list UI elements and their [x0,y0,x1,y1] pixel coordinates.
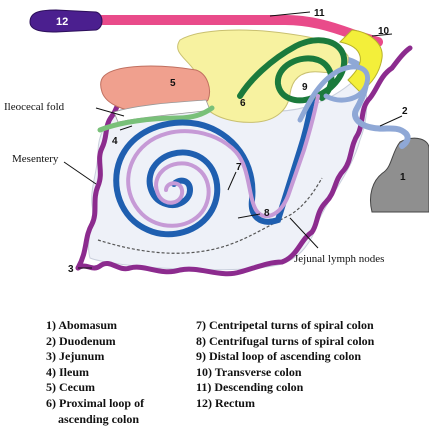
label-11: 11 [314,8,325,19]
legend: 1) Abomasum 2) Duodenum 3) Jejunum 4) Il… [30,318,425,438]
label-6: 6 [240,98,246,109]
legend-item-descending-colon: 11) Descending colon [196,380,304,395]
bovine-intestine-diagram: 12 11 10 9 5 6 2 4 7 8 1 3 Ileocecal fol… [4,8,429,277]
centripetal-spiral [126,94,320,228]
abomasum [370,137,429,213]
label-9: 9 [302,82,308,93]
ileum [97,105,215,133]
jejunum-left-edge [75,97,125,271]
pointer-lines [63,11,403,269]
legend-item-abomasum: 1) Abomasum [46,318,118,332]
rectum [29,9,103,33]
legend-item-rectum: 12) Rectum [196,395,255,410]
label-3: 3 [68,264,74,275]
legend-item-ileum: 4) Ileum [46,364,89,379]
label-2: 2 [402,106,408,117]
jejunum [75,45,413,277]
legend-item-duodenum: 2) Duodenum [46,333,116,348]
legend-item-transverse-colon: 10) Transverse colon [196,364,302,379]
label-5: 5 [170,78,176,89]
transverse-colon [338,29,383,93]
duodenum-loop [297,64,370,123]
ileocecal-fold-label: Ileocecal fold [4,101,65,113]
legend-item-proximal-loop: 6) Proximal loop of ascending colon [46,395,145,426]
legend-column-right: 7) Centripetal turns of spiral colon 8) … [196,318,421,412]
duodenum [287,54,411,149]
jejunal-lymph-nodes [97,177,323,254]
mesentery-label: Mesentery [12,153,59,165]
label-10: 10 [378,26,390,37]
jejunal-lymph-nodes-label: Jejunal lymph nodes [294,253,384,265]
label-1: 1 [400,172,406,183]
label-12: 12 [56,16,68,28]
legend-item-cecum: 5) Cecum [46,380,95,395]
legend-item-jejunum: 3) Jejunum [46,349,105,364]
legend-column-left: 1) Abomasum 2) Duodenum 3) Jejunum 4) Il… [46,318,206,427]
legend-item-centrifugal-turns: 8) Centrifugal turns of spiral colon [196,333,375,348]
legend-item-distal-loop: 9) Distal loop of ascending colon [196,349,362,364]
legend-item-centripetal-turns: 7) Centripetal turns of spiral colon [196,318,374,332]
label-7: 7 [236,162,242,173]
label-8: 8 [264,208,270,219]
label-4: 4 [112,136,118,147]
